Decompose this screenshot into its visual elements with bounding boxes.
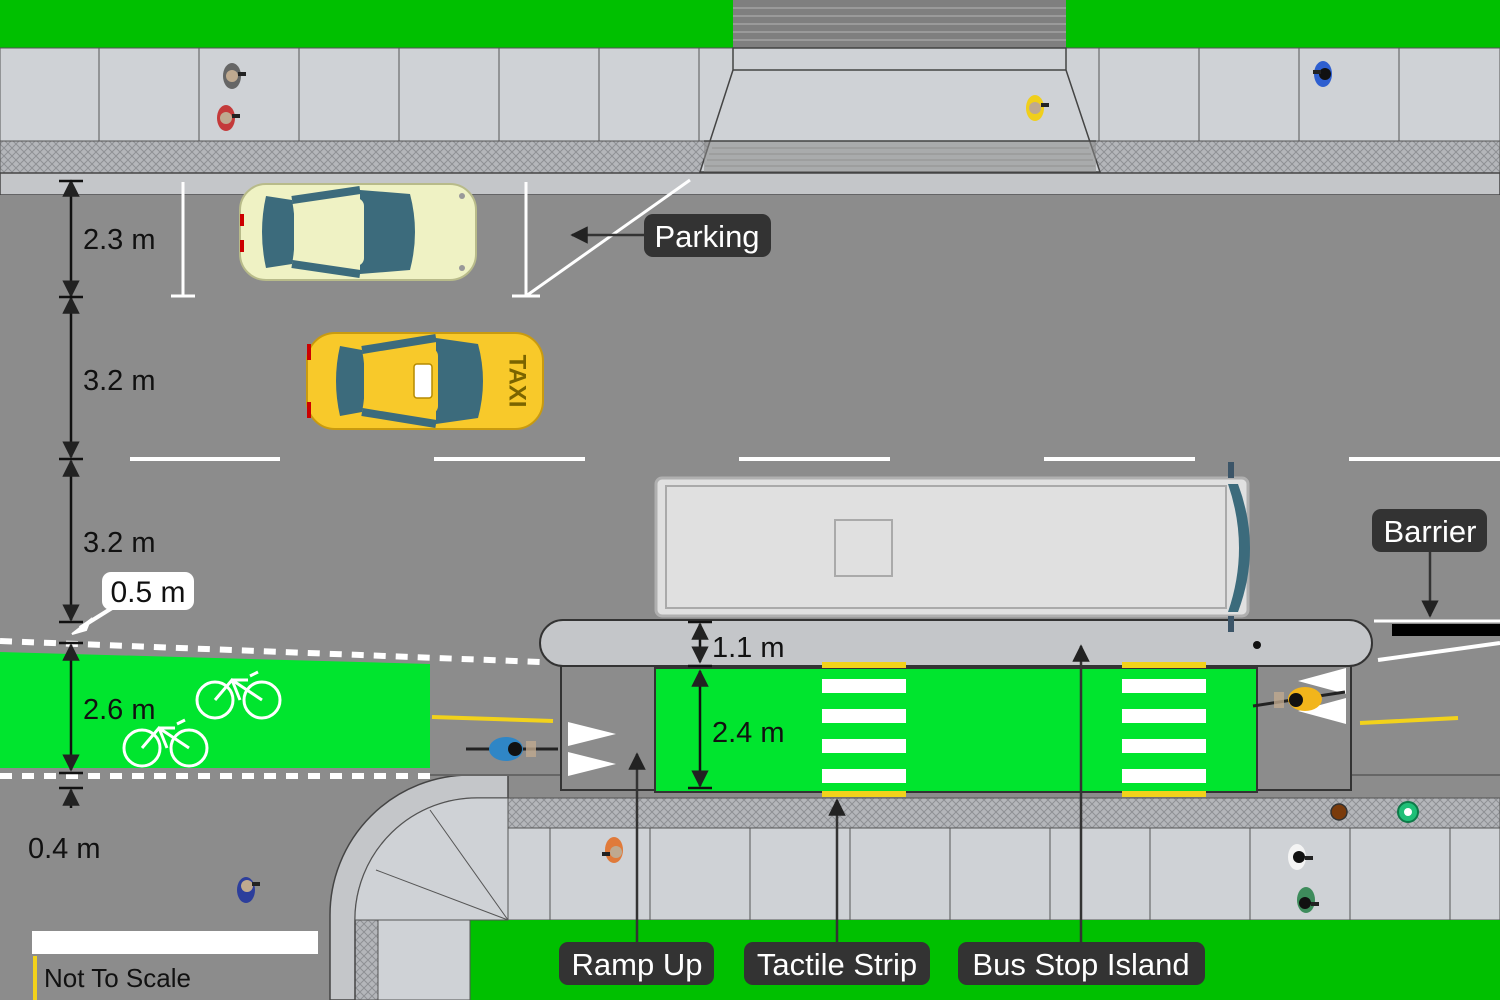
dim-island-bike-width: 2.4 m [712, 717, 785, 749]
pedestrian-icon [1026, 95, 1049, 121]
pedestrian-icon [237, 877, 260, 903]
bus-roof-hatch [834, 519, 893, 577]
top-verge [0, 0, 1500, 48]
pedestrian-icon [217, 105, 240, 131]
dim-parking-width: 2.3 m [83, 224, 156, 256]
dim-bike-lane-width: 2.6 m [83, 694, 156, 726]
dimension-lines [59, 179, 712, 808]
taxi-rear-window [336, 346, 365, 416]
label-tactile-strip: Tactile Strip [744, 942, 930, 985]
scale-legend-text: Not To Scale [44, 963, 191, 993]
parked-car-rear-window [262, 196, 295, 268]
bus-roof-panel [665, 485, 1227, 609]
taxi-windshield [436, 338, 483, 424]
buffer-callout: 0.5 m [71, 572, 194, 635]
bike-symbol-icon [122, 670, 282, 768]
zebra-crossing-right [1122, 679, 1206, 783]
label-barrier-text: Barrier [1383, 514, 1476, 549]
bike-lane-yellow-lead [431, 715, 554, 723]
top-ramp-step-zone [704, 141, 1096, 172]
dim-lane2-width: 3.2 m [83, 527, 156, 559]
label-ramp-up: Ramp Up [559, 942, 714, 985]
ramp-triangles-left [568, 722, 616, 776]
dim-kerb-gap: 0.4 m [28, 833, 101, 865]
bus-body [654, 476, 1250, 618]
bus-stop-island [539, 619, 1373, 797]
pedestrian-icon [1288, 844, 1313, 870]
label-barrier: Barrier [1372, 509, 1487, 552]
pedestrian-icon [1297, 887, 1319, 913]
dim-island-buffer: 1.1 m [712, 632, 785, 664]
tactile-strips [822, 662, 1206, 797]
label-parking-text: Parking [654, 219, 759, 254]
parking-bay-markings [171, 178, 691, 298]
pedestrian-icon [1313, 61, 1332, 87]
bollard-icon [1330, 803, 1348, 821]
bike-lane-surface [0, 652, 430, 768]
label-arrows [570, 226, 1439, 942]
bottom-hatch-strip [507, 797, 1500, 829]
bike-lane-buffer-top [0, 638, 541, 665]
drain-icon [1397, 801, 1419, 823]
buffer-callout-text: 0.5 m [110, 576, 185, 609]
ramp-triangles-right [1298, 668, 1346, 724]
parked-car-roof [294, 198, 364, 266]
bottom-corner-hatch [354, 919, 379, 1000]
top-kerb [0, 172, 1500, 196]
dim-lane1-width: 3.2 m [83, 365, 156, 397]
bus [654, 462, 1250, 632]
parked-car-windshield [360, 190, 415, 274]
cyclist-icon [1252, 687, 1346, 711]
bottom-corner-slab [377, 919, 471, 1000]
parked-car [239, 183, 477, 281]
label-bus-stop-island: Bus Stop Island [958, 942, 1205, 985]
bus-windshield [1228, 484, 1250, 612]
taxi-roof-sign-icon [413, 363, 433, 399]
bottom-sidewalk-joints [549, 828, 1451, 920]
scale-bar [32, 931, 318, 954]
taxi-door-text: TAXI [504, 355, 531, 408]
barrier-bar [1392, 624, 1500, 636]
label-tactile-strip-text: Tactile Strip [757, 947, 917, 982]
taxi: TAXI [306, 332, 544, 430]
scale-legend: Not To Scale [32, 931, 318, 1000]
pedestrian-icon [602, 837, 623, 863]
corner-quarter-slab [354, 797, 509, 921]
bike-lane-yellow-exit [1359, 716, 1459, 725]
label-parking: Parking [644, 214, 771, 257]
barrier [1374, 619, 1500, 662]
pedestrian-icon [223, 63, 246, 89]
top-steps-lines [733, 7, 1066, 41]
top-sidewalk [0, 47, 1500, 196]
island-post-icon [1253, 641, 1261, 649]
bottom-sidewalk [507, 827, 1500, 921]
cyclist-icon [466, 737, 558, 761]
island-platform [539, 619, 1373, 667]
label-ramp-up-text: Ramp Up [572, 947, 703, 982]
label-bus-stop-island-text: Bus Stop Island [972, 947, 1189, 982]
dimension-labels: 2.3 m 3.2 m 3.2 m 2.6 m 0.4 m 1.1 m 2.4 … [28, 224, 785, 865]
zebra-crossing-left [822, 679, 906, 783]
buffer-callout-box [102, 572, 194, 610]
